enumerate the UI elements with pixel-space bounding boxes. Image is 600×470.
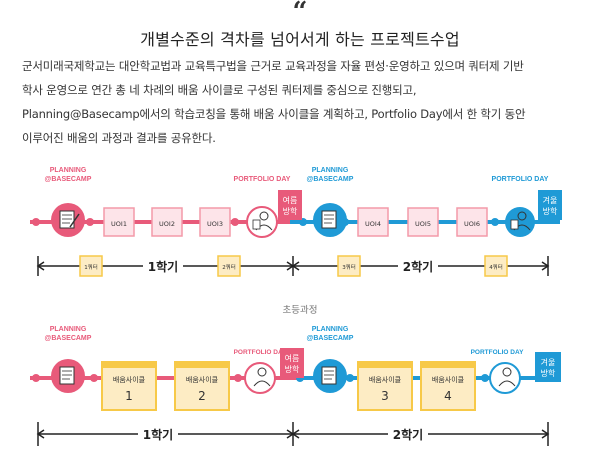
paragraph-line: Planning@Basecamp에서의 학습코칭을 통해 배움 사이클을 계획… (22, 107, 526, 121)
page-title: 개별수준의 격차를 넘어서게 하는 프로젝트수업 (140, 30, 460, 49)
summer-break-label: 방학 (283, 206, 298, 216)
quarter-label: 3쿼터 (342, 263, 356, 271)
quarter-card: 1쿼터 (79, 255, 103, 277)
portfolio-icon (246, 206, 278, 238)
planning-label: PLANNING (50, 326, 87, 333)
uoi-label: UOI1 (111, 220, 127, 228)
summer-break-label: 여름 (285, 353, 300, 363)
portfolio-icon (489, 362, 521, 394)
cycle-number: 2 (198, 389, 206, 403)
quarter-label: 2쿼터 (222, 263, 236, 271)
uoi-card: UOI6 (456, 207, 488, 237)
planning-label: PLANNING (312, 167, 349, 174)
semester-1-label: 1학기 (148, 259, 178, 274)
cycle-label: 배움사이클 (432, 375, 465, 384)
timeline-dot (234, 374, 242, 382)
uoi-label: UOI4 (365, 220, 381, 228)
basecamp-label: @BASECAMP (307, 176, 354, 183)
portfolio-icon (244, 362, 276, 394)
quarter-card: 3쿼터 (337, 255, 361, 277)
middle-timeline-diagram: PLANNING @BASECAMP PORTFOLIO DAY PLANNIN… (30, 326, 561, 446)
summer-break-box (278, 190, 302, 220)
timeline-dot (346, 374, 354, 382)
uoi-label: UOI2 (159, 220, 175, 228)
cycle-card: 배움사이클 2 (174, 361, 230, 411)
planning-label: PLANNING (312, 326, 349, 333)
portfolio-label: PORTFOLIO DAY (471, 349, 525, 356)
timeline-dot (32, 218, 40, 226)
basecamp-label: @BASECAMP (45, 335, 92, 342)
winter-break-label: 겨울 (541, 358, 556, 367)
quarter-label: 1쿼터 (84, 263, 98, 271)
cycle-card: 배움사이클 1 (101, 361, 157, 411)
basecamp-label: @BASECAMP (45, 176, 92, 183)
portfolio-label: PORTFOLIO DAY (234, 349, 288, 356)
planning-icon (51, 359, 85, 393)
quarter-label: 4쿼터 (489, 263, 503, 271)
cycle-number: 3 (381, 389, 389, 403)
intro-paragraph: 군서미래국제학교는 대안학교법과 교육특구법을 근거로 교육과정을 자율 편성·… (22, 54, 582, 150)
quarter-card: 2쿼터 (217, 255, 241, 277)
uoi-card: UOI1 (103, 207, 135, 237)
uoi-card: UOI3 (199, 207, 231, 237)
quarter-card: 4쿼터 (484, 255, 508, 277)
timeline-dot (32, 374, 40, 382)
basecamp-label: @BASECAMP (307, 335, 354, 342)
elementary-timeline-diagram: PLANNING @BASECAMP PORTFOLIO DAY PLANNIN… (30, 167, 562, 277)
winter-break-box (535, 352, 561, 382)
uoi-card: UOI5 (407, 207, 439, 237)
planning-label: PLANNING (50, 167, 87, 174)
winter-break-box (538, 190, 562, 220)
quote-mark: “ (292, 0, 308, 27)
winter-break-label: 방학 (541, 368, 556, 378)
summer-break-box (280, 348, 304, 378)
cycle-card: 배움사이클 4 (420, 361, 476, 411)
semester-2-label: 2학기 (393, 427, 423, 442)
semester-1-label: 1학기 (143, 427, 173, 442)
uoi-label: UOI5 (415, 220, 431, 228)
uoi-label: UOI6 (464, 220, 480, 228)
uoi-label: UOI3 (207, 220, 223, 228)
winter-break-label: 겨울 (543, 196, 558, 205)
paragraph-line: 이루어진 배움의 과정과 결과를 공유한다. (22, 131, 216, 145)
cycle-label: 배움사이클 (186, 375, 219, 384)
cycle-number: 4 (444, 389, 452, 403)
portfolio-label: PORTFOLIO DAY (234, 176, 291, 183)
portfolio-label: PORTFOLIO DAY (492, 176, 549, 183)
timeline-dot (491, 218, 499, 226)
portfolio-icon (505, 207, 535, 237)
cycle-label: 배움사이클 (369, 375, 402, 384)
timeline-dot (231, 218, 239, 226)
cycle-card: 배움사이클 3 (357, 361, 413, 411)
summer-break-label: 방학 (285, 364, 300, 374)
planning-icon (313, 359, 347, 393)
cycle-number: 1 (125, 389, 133, 403)
paragraph-line: 학사 운영으로 연간 총 네 차례의 배움 사이클로 구성된 쿼터제를 중심으로… (22, 83, 417, 97)
uoi-card: UOI2 (151, 207, 183, 237)
semester-2-label: 2학기 (403, 259, 433, 274)
diagram-caption: 초등과정 (282, 305, 318, 316)
timeline-dot (481, 374, 489, 382)
timeline-dot (86, 218, 94, 226)
paragraph-line: 군서미래국제학교는 대안학교법과 교육특구법을 근거로 교육과정을 자율 편성·… (22, 59, 524, 73)
timeline-dot (90, 374, 98, 382)
cycle-label: 배움사이클 (113, 375, 146, 384)
uoi-card: UOI4 (357, 207, 389, 237)
winter-break-label: 방학 (543, 206, 558, 216)
planning-icon (51, 203, 85, 237)
summer-break-label: 여름 (283, 195, 298, 205)
planning-icon (313, 203, 347, 237)
